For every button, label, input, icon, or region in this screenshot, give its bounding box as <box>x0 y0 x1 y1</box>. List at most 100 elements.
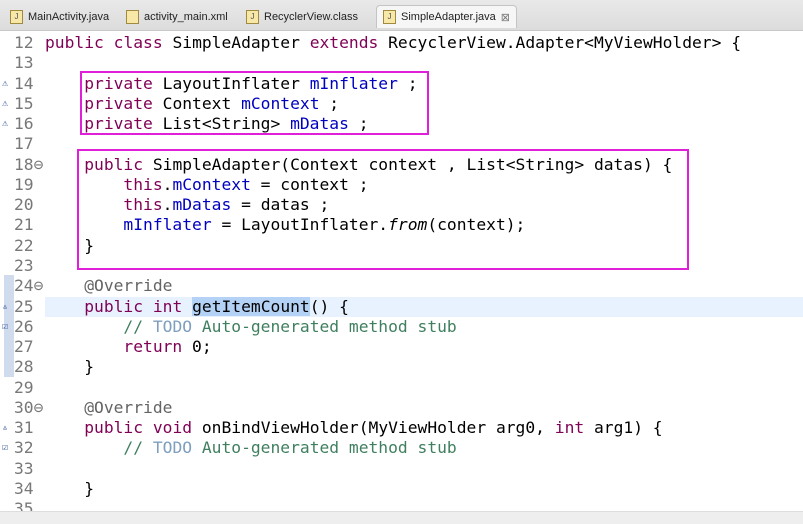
code-token: public <box>84 296 144 316</box>
code-text: private LayoutInflater mInflater ; <box>45 73 417 94</box>
code-token <box>45 418 84 437</box>
code-text: mInflater = LayoutInflater.from(context)… <box>45 215 525 235</box>
code-token: SimpleAdapter(Context context , List<Str… <box>143 154 673 174</box>
code-token <box>45 94 84 113</box>
code-token: private <box>84 114 153 134</box>
code-text: public int getItemCount() { <box>45 296 349 317</box>
code-token: = LayoutInflater. <box>211 215 389 235</box>
code-line[interactable]: 22 } <box>0 236 803 256</box>
code-token: this <box>123 195 163 215</box>
line-number: 35 <box>14 499 34 511</box>
code-token: getItemCount <box>192 296 310 316</box>
code-token: mDatas <box>290 114 349 134</box>
code-token: = datas ; <box>231 195 330 215</box>
code-line[interactable]: 35 <box>0 499 803 511</box>
code-line[interactable]: ☑32 // TODO Auto-generated method stub <box>0 438 803 458</box>
line-number: 23 <box>14 255 34 275</box>
code-token <box>182 297 192 316</box>
code-token <box>143 297 153 316</box>
highlight-box-constructor <box>77 149 689 270</box>
code-text: } <box>45 236 94 256</box>
code-token <box>45 74 84 93</box>
code-token: LayoutInflater <box>152 73 310 93</box>
code-token: RecyclerView.Adapter<MyViewHolder> { <box>378 33 742 52</box>
code-token <box>45 337 123 356</box>
code-token <box>104 33 114 52</box>
code-token <box>45 438 123 457</box>
code-token: } <box>45 478 95 498</box>
code-text: // TODO Auto-generated method stub <box>45 316 456 337</box>
gutter-marker-icon: ⚠ <box>2 97 9 109</box>
code-text: } <box>45 357 94 377</box>
line-number: 20 <box>14 195 34 215</box>
code-token: TODO <box>152 316 193 336</box>
code-line[interactable]: 33 <box>0 459 803 479</box>
code-line[interactable]: ⚠16 private List<String> mDatas ; <box>0 114 803 134</box>
line-number: 33 <box>14 458 34 478</box>
xml-file-icon <box>126 10 139 24</box>
code-line[interactable]: 28 } <box>0 357 803 377</box>
line-number: 19 <box>14 174 34 194</box>
line-number: 21 <box>14 215 34 235</box>
java-file-icon: J <box>10 10 23 24</box>
code-token: } <box>45 357 95 377</box>
tab-label: MainActivity.java <box>28 11 110 23</box>
gutter-marker-icon: ☑ <box>2 320 9 332</box>
code-line[interactable]: 20 this.mDatas = datas ; <box>0 195 803 215</box>
code-token <box>45 114 84 133</box>
close-icon[interactable]: ⊠ <box>500 11 510 24</box>
code-token: . <box>162 174 173 194</box>
line-number: 13 <box>14 53 34 73</box>
code-token: private <box>84 93 153 113</box>
tab-mainactivity-java[interactable]: J MainActivity.java <box>4 6 115 28</box>
line-number: 17 <box>14 134 34 154</box>
code-token: ; <box>348 114 369 134</box>
code-line[interactable]: ⚠14 private LayoutInflater mInflater ; <box>0 74 803 94</box>
code-token: extends <box>309 33 379 52</box>
tab-label: SimpleAdapter.java <box>401 11 496 23</box>
code-token <box>143 418 153 437</box>
code-text: @Override <box>45 398 172 418</box>
code-line[interactable]: 19 this.mContext = context ; <box>0 175 803 195</box>
code-token: arg1) { <box>584 418 663 438</box>
code-line[interactable]: ☑26 // TODO Auto-generated method stub <box>0 317 803 337</box>
code-token: @Override <box>84 276 173 296</box>
code-line[interactable]: ⚠15 private Context mContext ; <box>0 94 803 114</box>
code-line[interactable]: 30⊖ @Override <box>0 398 803 418</box>
line-number: 25 <box>14 296 34 316</box>
code-line[interactable]: 34 } <box>0 479 803 499</box>
code-token: mContext <box>172 174 251 194</box>
line-number: 30⊖ <box>14 397 44 417</box>
code-text: this.mContext = context ; <box>45 174 369 195</box>
code-line[interactable]: 24⊖ @Override <box>0 276 803 296</box>
horizontal-scrollbar[interactable] <box>0 511 803 524</box>
code-line[interactable]: 27 return 0; <box>0 337 803 357</box>
code-line[interactable]: 23 <box>0 256 803 276</box>
code-token: Auto-generated method stub <box>192 438 457 458</box>
code-line[interactable]: 21 mInflater = LayoutInflater.from(conte… <box>0 215 803 235</box>
code-token: Context <box>152 93 242 113</box>
code-text: private Context mContext ; <box>45 94 339 114</box>
code-token: public <box>84 154 144 174</box>
code-text: this.mDatas = datas ; <box>45 195 329 215</box>
code-line[interactable]: 29 <box>0 378 803 398</box>
code-line[interactable]: 18⊖ public SimpleAdapter(Context context… <box>0 155 803 175</box>
code-token: 0; <box>182 337 212 357</box>
code-text: public void onBindViewHolder(MyViewHolde… <box>45 418 663 438</box>
code-line[interactable]: ▵31 public void onBindViewHolder(MyViewH… <box>0 418 803 438</box>
code-line[interactable]: 17 <box>0 134 803 154</box>
line-number: 32 <box>14 438 34 458</box>
line-number: 24⊖ <box>14 276 44 296</box>
code-token: mInflater <box>309 73 398 93</box>
code-line[interactable]: ▵25 public int getItemCount() { <box>0 296 803 317</box>
code-token: = context ; <box>250 174 369 194</box>
code-token: this <box>123 174 163 194</box>
code-token: List<String> <box>152 114 291 134</box>
code-line[interactable]: 13 <box>0 53 803 73</box>
tab-activity-main-xml[interactable]: activity_main.xml <box>120 6 234 28</box>
code-token: private <box>84 73 153 93</box>
